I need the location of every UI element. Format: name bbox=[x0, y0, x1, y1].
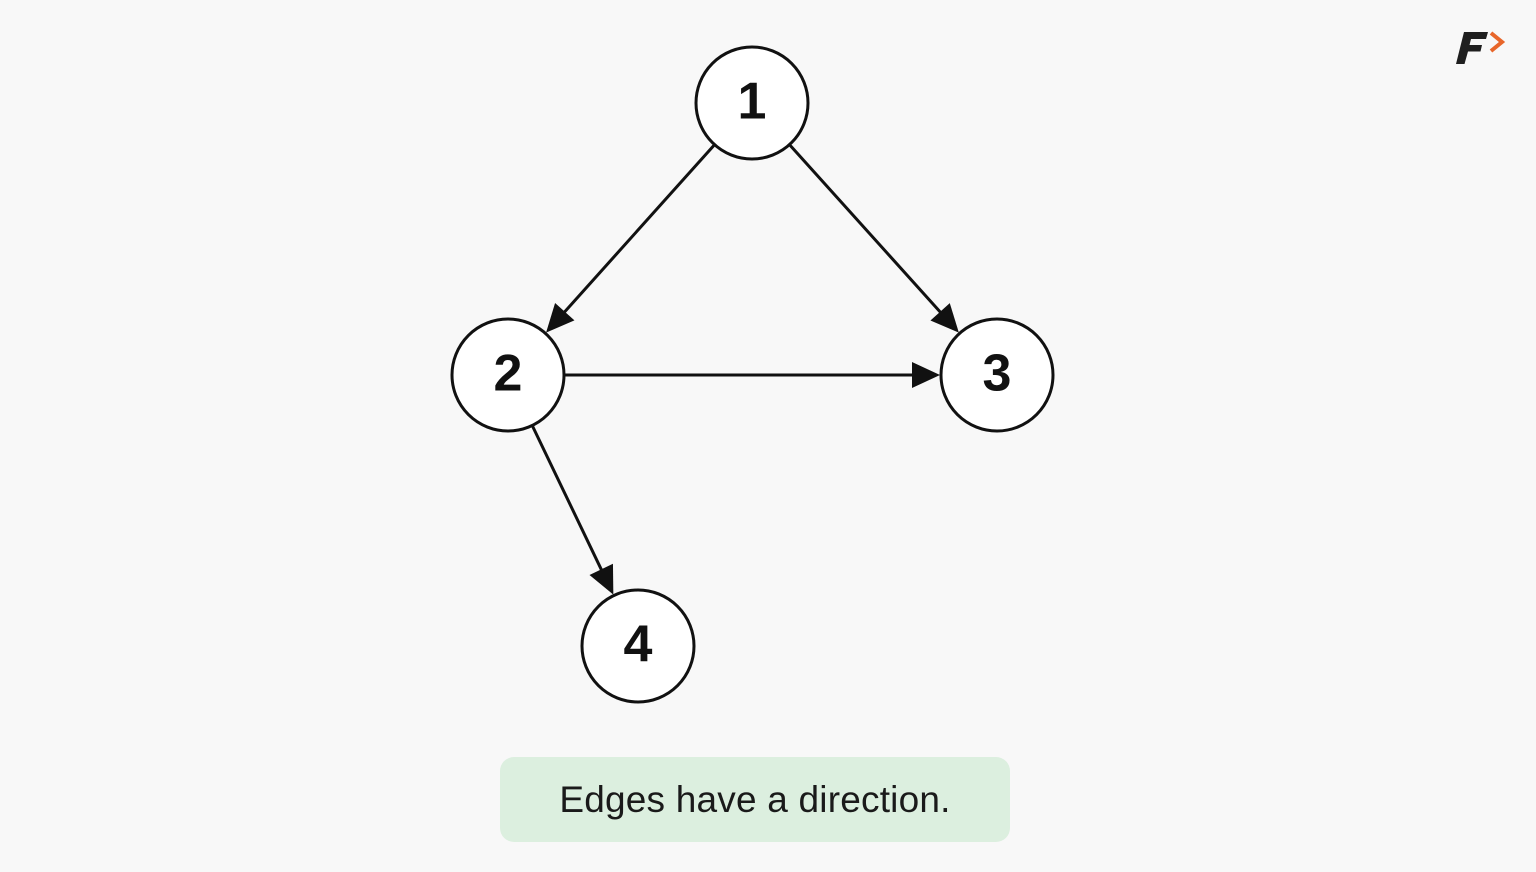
edges-layer bbox=[531, 144, 959, 595]
edge-line bbox=[531, 425, 604, 572]
node-3: 3 bbox=[939, 317, 1055, 433]
node-circle bbox=[450, 317, 566, 433]
node-circle bbox=[939, 317, 1055, 433]
edge-2-4 bbox=[531, 425, 614, 595]
node-4: 4 bbox=[580, 588, 696, 704]
brand-logo-icon bbox=[1456, 31, 1506, 64]
edge-1-2 bbox=[546, 144, 716, 333]
edge-1-3 bbox=[789, 144, 959, 333]
node-circle bbox=[694, 45, 810, 161]
node-label: 4 bbox=[624, 616, 653, 674]
nodes-layer: 1 2 3 4 bbox=[450, 45, 1055, 704]
arrowhead-icon bbox=[930, 303, 959, 333]
arrowhead-icon bbox=[912, 362, 940, 388]
node-label: 3 bbox=[983, 345, 1012, 403]
edge-line bbox=[789, 144, 943, 315]
edge-2-3 bbox=[565, 362, 940, 388]
arrowhead-icon bbox=[589, 563, 614, 595]
node-label: 1 bbox=[738, 73, 767, 131]
node-circle bbox=[580, 588, 696, 704]
caption-box: Edges have a direction. bbox=[500, 757, 1010, 842]
arrowhead-icon bbox=[546, 303, 575, 333]
node-label: 2 bbox=[494, 345, 523, 403]
caption-text: Edges have a direction. bbox=[559, 778, 951, 820]
edge-line bbox=[562, 144, 716, 315]
node-2: 2 bbox=[450, 317, 566, 433]
node-1: 1 bbox=[694, 45, 810, 161]
